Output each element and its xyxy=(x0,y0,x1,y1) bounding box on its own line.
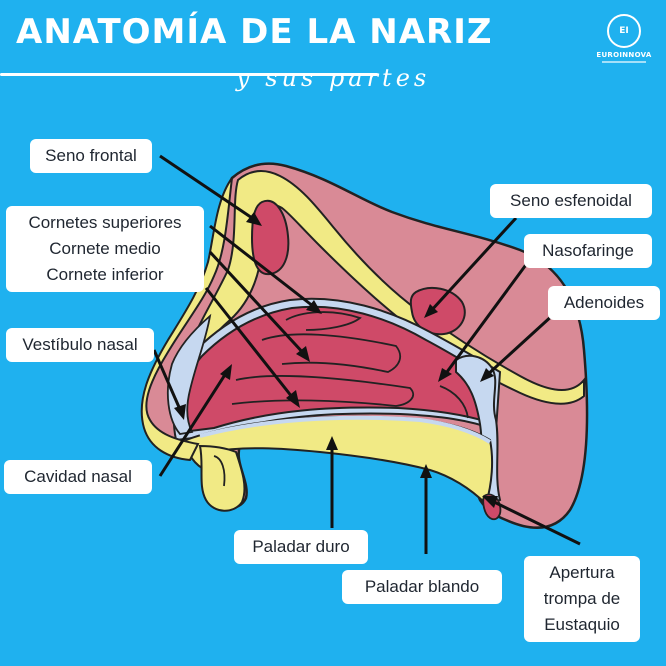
arrow-cornetes-superiores xyxy=(209,224,319,312)
arrowhead-adenoides xyxy=(480,368,494,382)
label-text: Paladar blando xyxy=(364,577,480,596)
label-cornete-inferior: Cornete inferior xyxy=(46,265,164,284)
upper-lip xyxy=(198,444,246,512)
label-apertura-line-2: trompa de xyxy=(543,589,621,608)
arrow-apertura-trompa xyxy=(489,498,581,546)
label-text: Seno esfenoidal xyxy=(510,191,632,210)
arrow-nasofaringe xyxy=(442,261,530,377)
arrow-cavidad-nasal xyxy=(158,369,230,477)
arrowhead-cornetes-superiores xyxy=(306,300,322,314)
label-text: Cavidad nasal xyxy=(24,467,132,486)
label-cornete-medio: Cornete medio xyxy=(49,239,161,258)
title-underline xyxy=(0,73,378,76)
label-text: Paladar duro xyxy=(252,537,350,556)
label-seno-esfenoidal: Seno esfenoidal xyxy=(490,184,652,218)
arrowhead-cornete-inferior xyxy=(286,390,300,408)
brand-block: EI EUROINNOVA xyxy=(596,14,652,63)
label-text: Nasofaringe xyxy=(542,241,634,260)
label-cornetes-group: Cornetes superiores Cornete medio Cornet… xyxy=(6,206,204,292)
arrowhead-seno-frontal xyxy=(246,212,262,226)
cavity-fold xyxy=(439,385,469,419)
label-paladar-duro: Paladar duro xyxy=(234,530,368,564)
pointer-arrows xyxy=(152,154,581,554)
arrowhead-nasofaringe xyxy=(438,368,452,382)
arrowhead-vestibulo-nasal xyxy=(174,404,186,420)
turbinate-superior xyxy=(285,311,362,331)
label-apertura-trompa: Apertura trompa de Eustaquio xyxy=(524,556,640,642)
label-text: Vestíbulo nasal xyxy=(22,335,138,354)
brand-tagline-bar xyxy=(602,61,646,63)
euroinnova-seal-icon: EI xyxy=(607,14,641,48)
turbinate-inferior xyxy=(231,374,415,407)
arrowhead-seno-esfenoidal xyxy=(424,304,438,318)
label-paladar-blando: Paladar blando xyxy=(342,570,502,604)
logo-letters: EI xyxy=(619,26,629,36)
arrowhead-paladar-duro xyxy=(326,436,338,450)
label-nasofaringe: Nasofaringe xyxy=(524,234,652,268)
page-title: ANATOMÍA DE LA NARIZ xyxy=(16,12,493,52)
label-adenoides: Adenoides xyxy=(548,286,660,320)
turbinate-middle xyxy=(261,333,402,373)
arrow-vestibulo-nasal xyxy=(152,349,184,415)
arrow-seno-frontal xyxy=(159,154,259,224)
arrow-cornete-medio xyxy=(208,250,308,358)
arrowhead-cornete-medio xyxy=(296,346,310,362)
label-apertura-line-1: Apertura xyxy=(549,563,615,582)
palate-blue-line xyxy=(199,415,492,444)
label-vestibulo-nasal: Vestíbulo nasal xyxy=(6,328,154,362)
label-cornetes-superiores: Cornetes superiores xyxy=(28,213,182,232)
arrow-seno-esfenoidal xyxy=(428,216,518,314)
arrow-adenoides xyxy=(484,312,556,378)
page-subtitle: y sus partes xyxy=(236,64,431,92)
arrowhead-apertura-trompa xyxy=(482,496,498,508)
arrowhead-cavidad-nasal xyxy=(220,364,232,380)
sphenoid-sinus xyxy=(409,286,466,336)
brand-name: EUROINNOVA xyxy=(596,51,652,59)
label-cavidad-nasal: Cavidad nasal xyxy=(4,460,152,494)
arrow-cornete-inferior xyxy=(204,287,298,403)
label-seno-frontal: Seno frontal xyxy=(30,139,152,173)
label-apertura-line-3: Eustaquio xyxy=(544,615,620,634)
label-text: Adenoides xyxy=(563,293,645,312)
arrowhead-paladar-blando xyxy=(420,464,432,478)
label-text: Seno frontal xyxy=(45,146,137,165)
nostril xyxy=(213,455,226,487)
